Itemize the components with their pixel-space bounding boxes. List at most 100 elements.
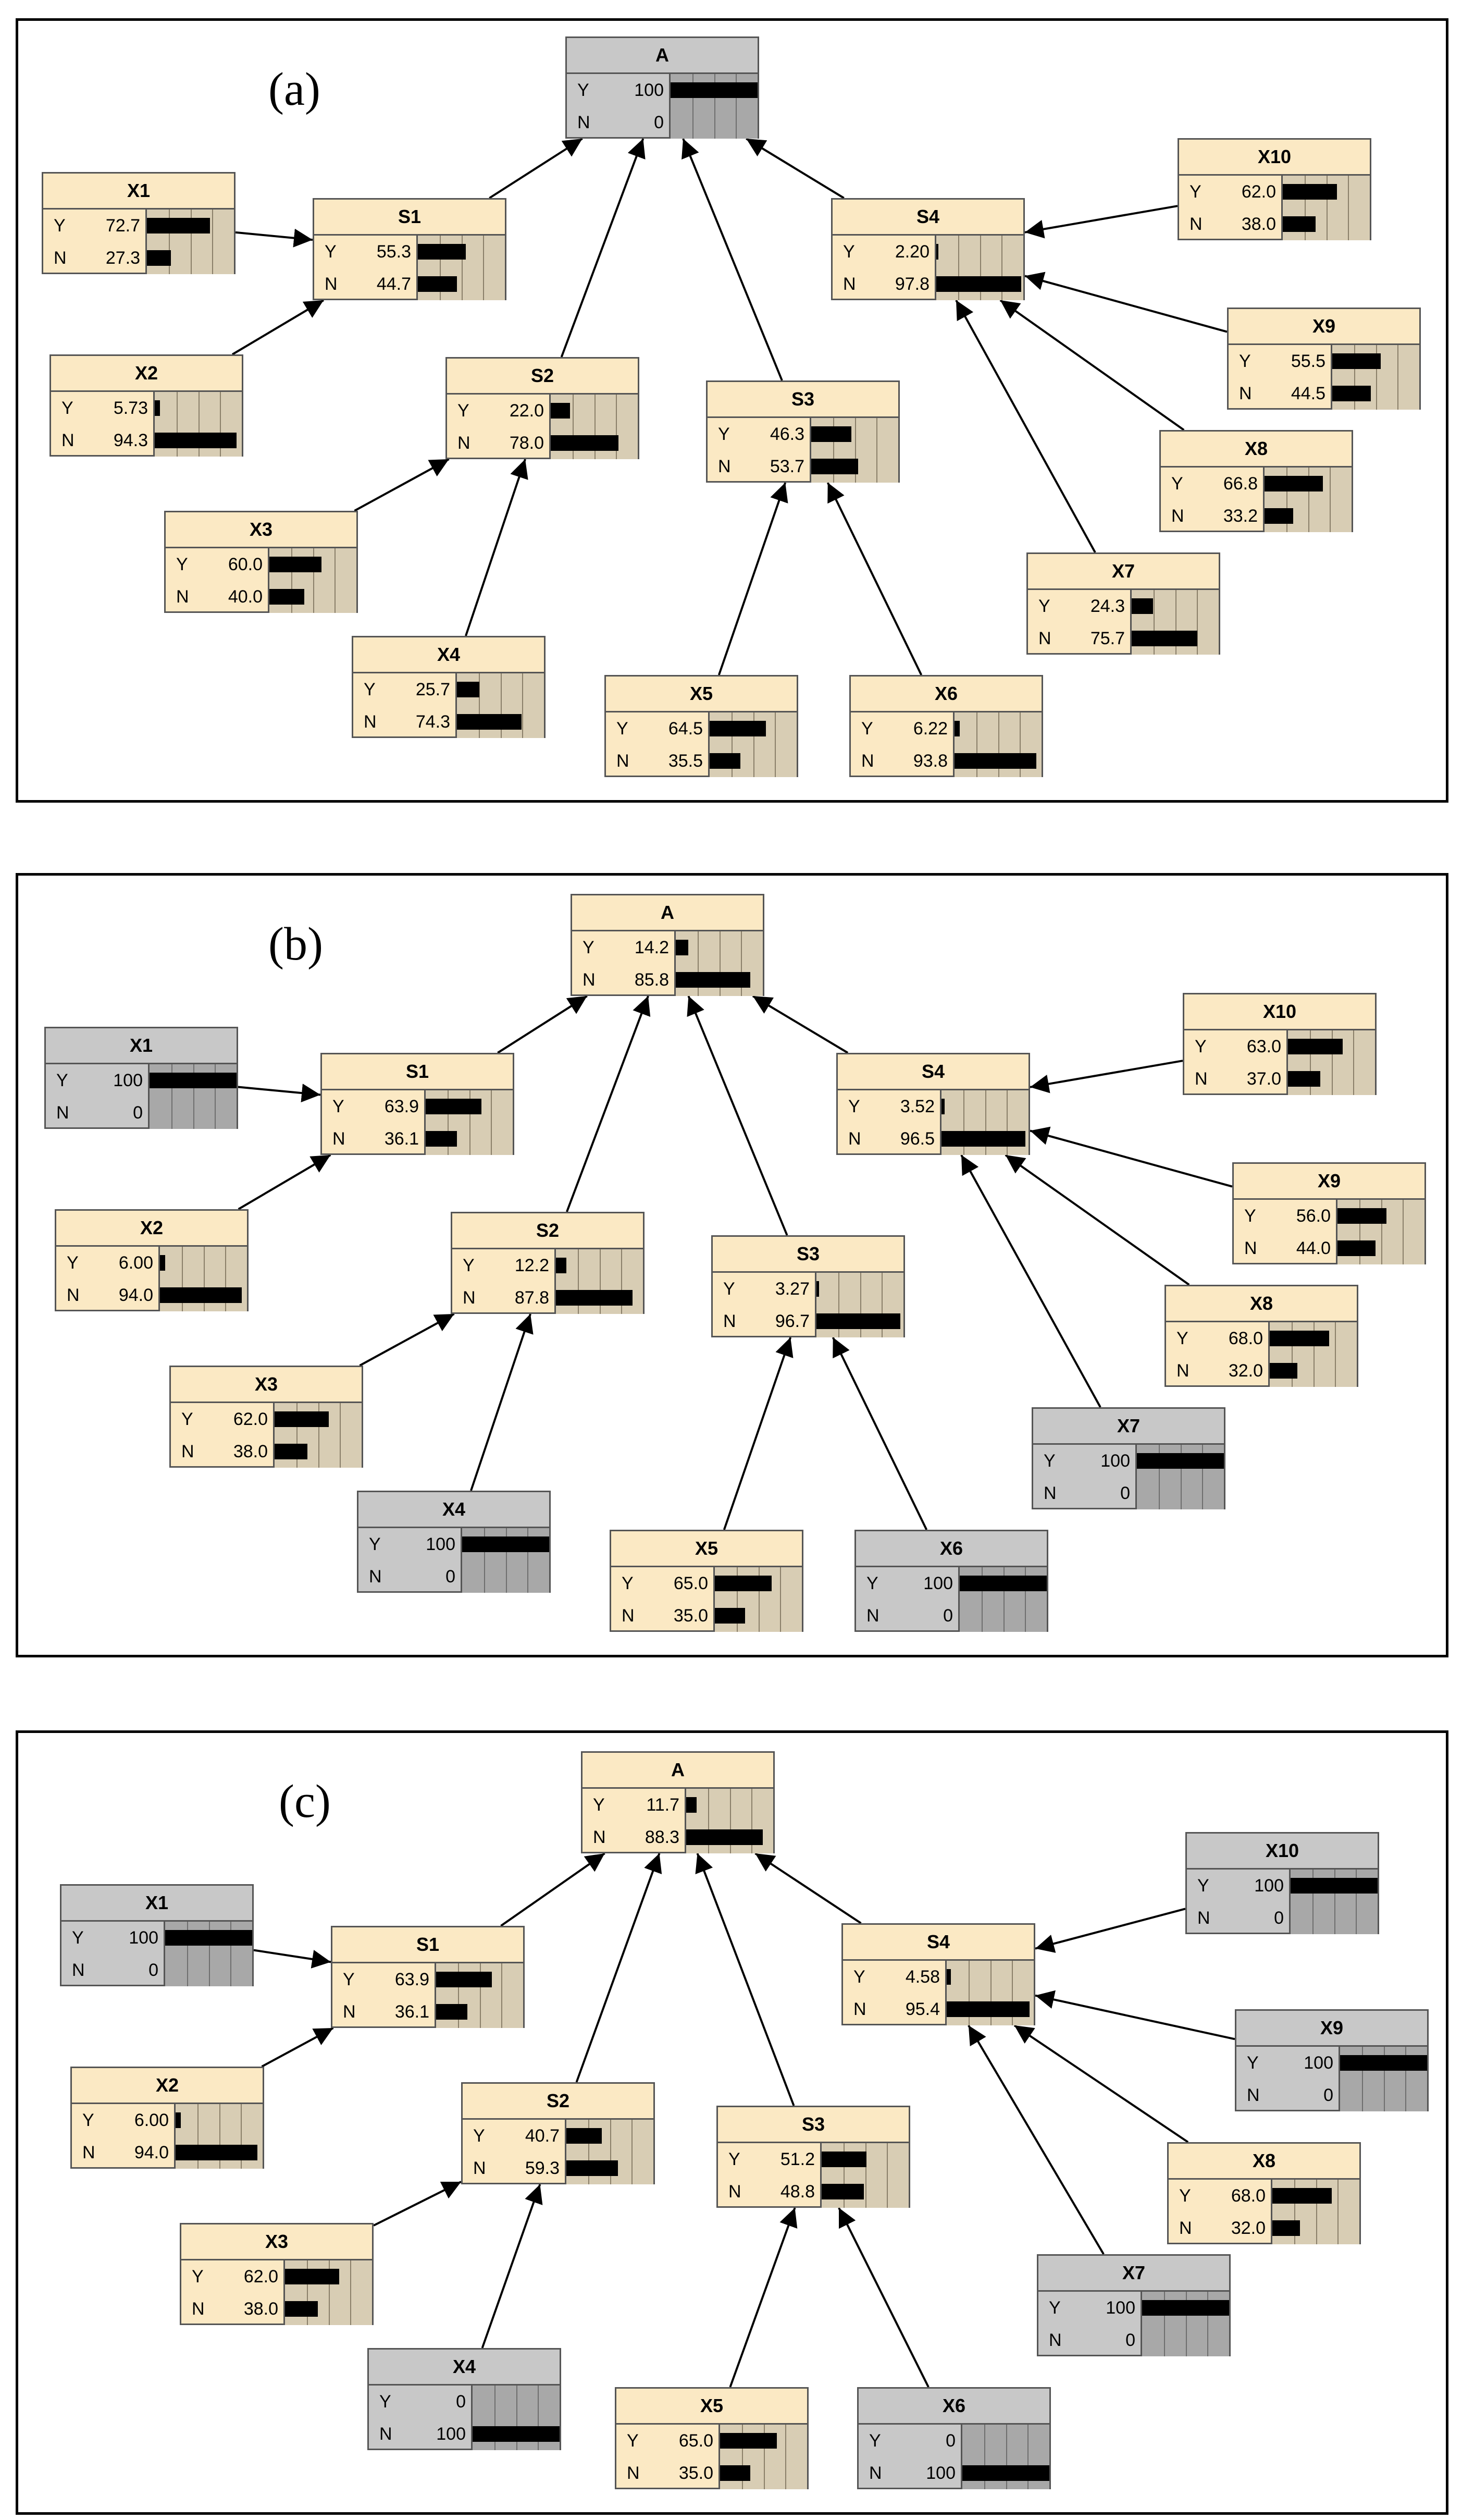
prob-no: 53.7 bbox=[770, 457, 804, 476]
state-label-yes: Y bbox=[848, 1097, 860, 1116]
state-label-yes: Y bbox=[1195, 1037, 1207, 1056]
bar-yes bbox=[551, 403, 570, 419]
prob-no: 0 bbox=[1125, 2330, 1135, 2350]
prob-yes: 63.9 bbox=[394, 1970, 429, 1989]
prob-no: 87.8 bbox=[514, 1288, 549, 1308]
bar-yes bbox=[457, 682, 479, 697]
node-title: S4 bbox=[838, 1054, 1029, 1090]
state-label-no: N bbox=[1195, 1069, 1208, 1089]
prob-yes: 0 bbox=[946, 2431, 956, 2451]
bar-yes bbox=[150, 1073, 237, 1088]
prob-bars bbox=[1272, 2180, 1359, 2244]
bar-no bbox=[551, 435, 619, 451]
bar-no bbox=[947, 2001, 1030, 2017]
prob-bars bbox=[960, 1567, 1047, 1632]
state-label-yes: Y bbox=[181, 1409, 193, 1429]
prob-bars bbox=[1265, 468, 1352, 532]
node-title: X6 bbox=[851, 677, 1042, 712]
edge-s3-a bbox=[682, 138, 783, 381]
bar-yes bbox=[155, 400, 160, 416]
bar-yes bbox=[1283, 184, 1337, 200]
prob-yes: 62.0 bbox=[1241, 182, 1276, 202]
node-title: S2 bbox=[447, 359, 638, 395]
bar-yes bbox=[676, 940, 688, 955]
bar-no bbox=[426, 1131, 457, 1147]
bar-no bbox=[418, 276, 457, 292]
prob-no: 40.0 bbox=[228, 587, 263, 607]
prob-bars bbox=[176, 2104, 263, 2169]
prob-no: 33.2 bbox=[1223, 506, 1258, 526]
prob-no: 94.3 bbox=[113, 431, 148, 450]
bar-no bbox=[457, 714, 522, 730]
state-label-no: N bbox=[1244, 1238, 1257, 1258]
node-title: S4 bbox=[833, 200, 1023, 236]
state-label-yes: Y bbox=[866, 1574, 878, 1593]
prob-bars bbox=[720, 2425, 807, 2489]
edge-s1-a bbox=[500, 1852, 605, 1927]
state-label-no: N bbox=[457, 433, 470, 453]
prob-no: 27.3 bbox=[105, 248, 140, 268]
prob-no: 48.8 bbox=[780, 2182, 815, 2202]
edge-x2-s1 bbox=[261, 2027, 334, 2068]
node-title: S1 bbox=[322, 1054, 513, 1090]
prob-no: 96.7 bbox=[775, 1311, 810, 1331]
edge-x7-s4 bbox=[968, 2024, 1105, 2255]
edge-x9-s4 bbox=[1035, 1990, 1235, 2040]
state-label-no: N bbox=[56, 1103, 69, 1123]
prob-bars bbox=[1270, 1322, 1357, 1387]
prob-no: 0 bbox=[1120, 1483, 1130, 1503]
prob-bars bbox=[715, 1567, 802, 1632]
prob-no: 100 bbox=[436, 2424, 466, 2444]
prob-bars bbox=[686, 1789, 773, 1853]
node-title: X10 bbox=[1179, 140, 1370, 176]
prob-yes: 22.0 bbox=[509, 401, 544, 421]
node-title: X8 bbox=[1166, 1286, 1357, 1322]
state-label-no: N bbox=[723, 1311, 736, 1331]
